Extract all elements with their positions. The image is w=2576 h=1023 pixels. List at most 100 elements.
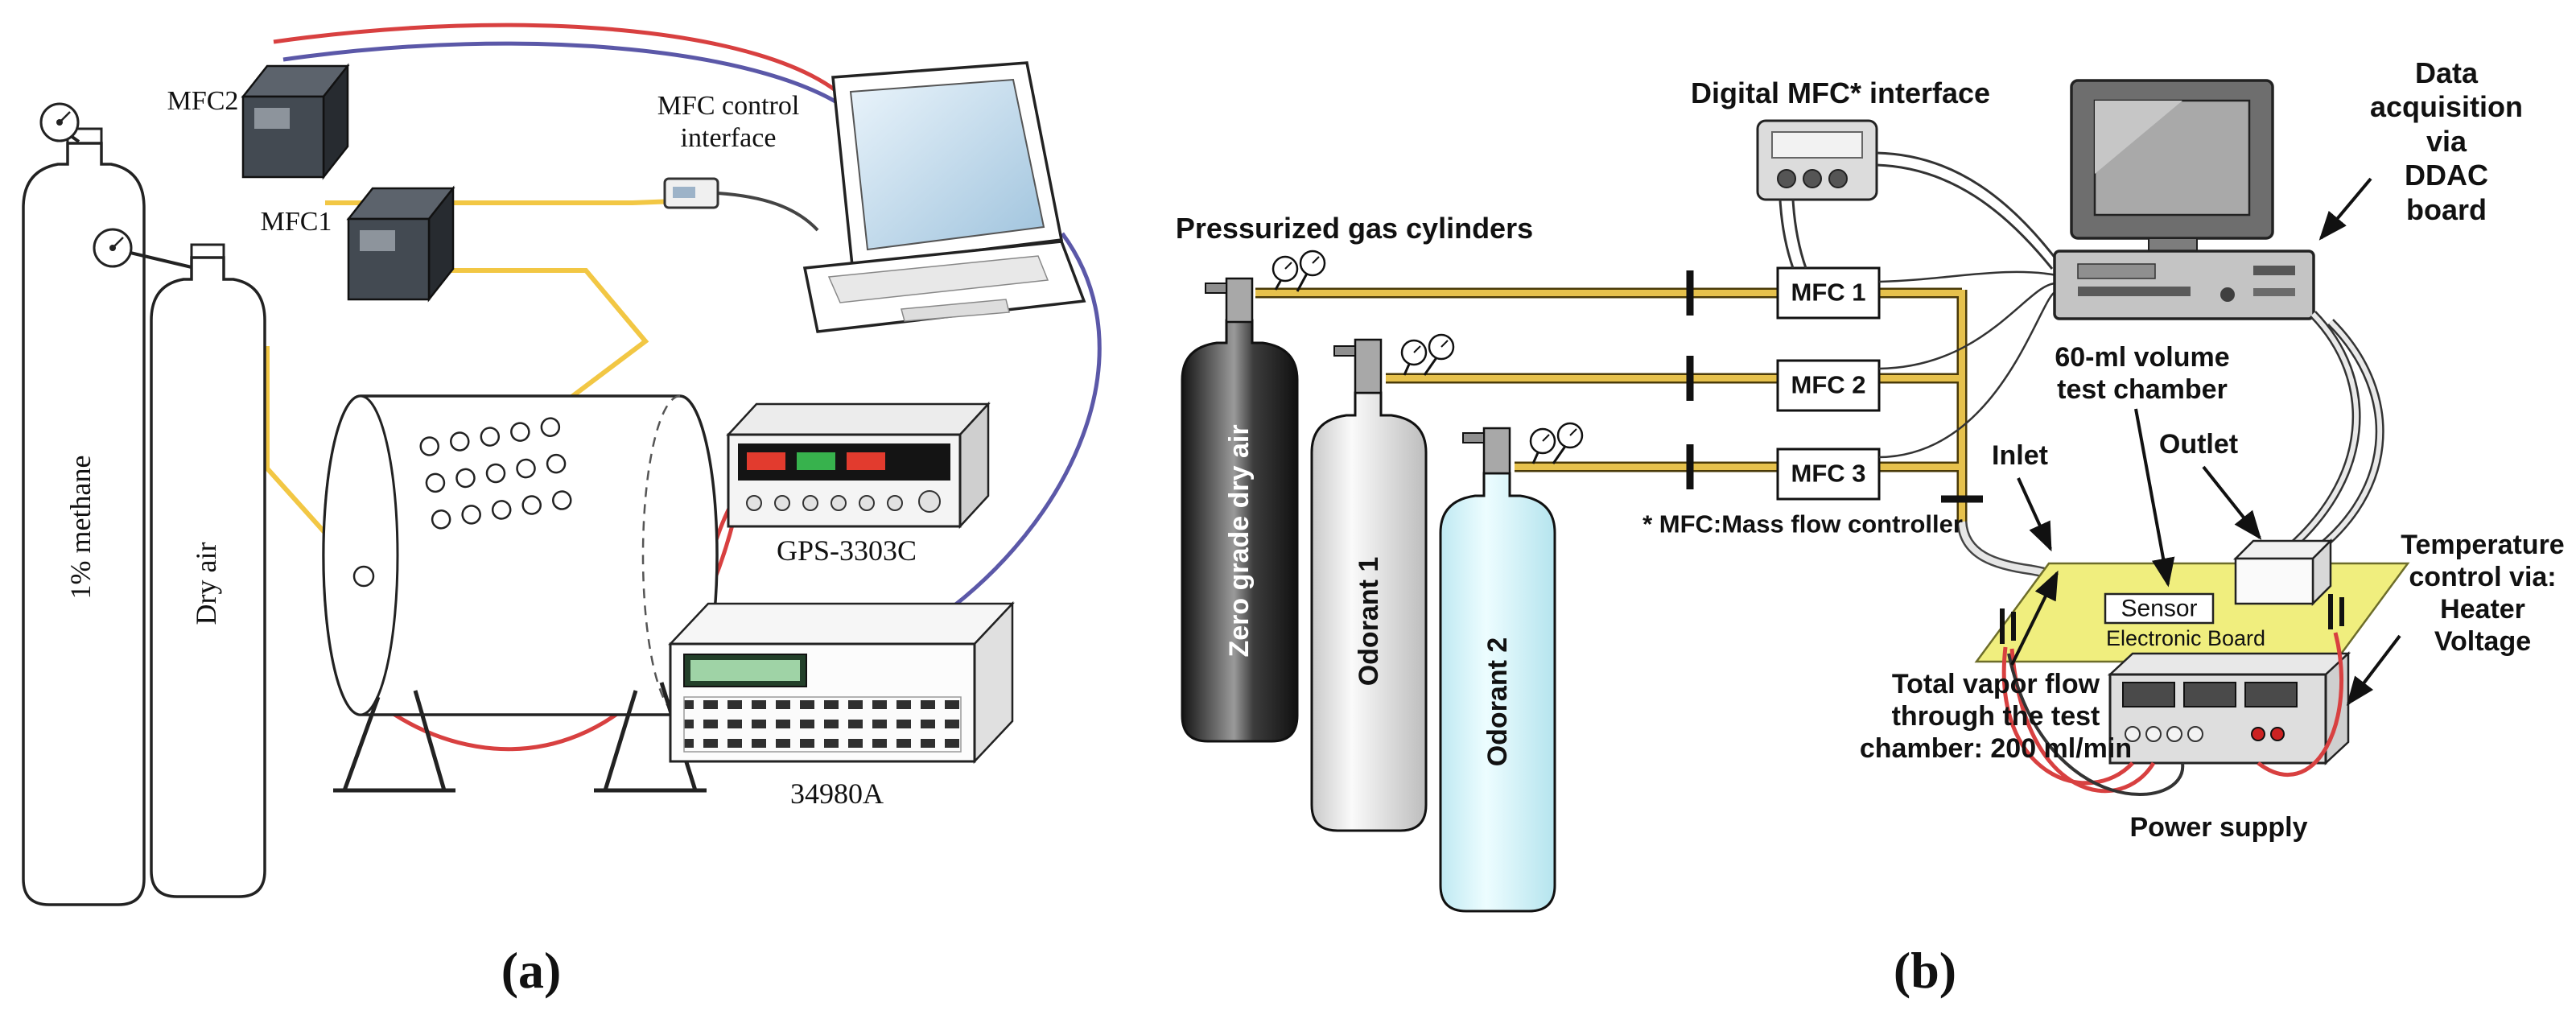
mfc2-display	[254, 108, 290, 129]
zero-air-cylinder	[1181, 319, 1299, 743]
daq-button-grid	[683, 696, 962, 753]
power-wire-ground	[2007, 653, 2185, 797]
interface-display	[673, 187, 695, 198]
daq-34980a-device	[668, 600, 1015, 765]
interface-button	[1777, 169, 1796, 188]
mfc-control-interface-device	[663, 177, 819, 232]
red-wire-top	[273, 23, 845, 98]
daq-display	[690, 660, 800, 681]
gps-power-supply-device	[726, 401, 991, 530]
electronic-board-assembly	[1974, 538, 2410, 663]
regulator-stem	[130, 251, 192, 269]
mfc2-box	[1776, 359, 1881, 412]
power-knobs	[2125, 726, 2203, 742]
interface-cables	[1778, 151, 2060, 270]
mfc-boxes	[1776, 266, 1881, 501]
blue-wire-laptop-daq	[936, 232, 1102, 621]
gps-led-green	[797, 452, 835, 470]
temperature-arrow	[2346, 634, 2401, 706]
dry-air-cylinder-body	[150, 256, 266, 898]
gps-led-red-1	[747, 452, 785, 470]
methane-cylinder	[22, 127, 146, 906]
cd-slot	[2253, 288, 2295, 296]
power-wire-left-2	[2009, 648, 2156, 794]
gps-label: GPS-3303C	[776, 534, 917, 567]
chamber-box-front	[2234, 557, 2314, 605]
gauge-needle	[112, 237, 124, 249]
odorant2-cylinder-label: Odorant 2	[1482, 637, 1513, 767]
tube-valve-ticks	[1686, 270, 1983, 503]
drum-right-hidden-edge	[641, 394, 681, 716]
caption-b: (b)	[1893, 942, 1957, 1000]
vapor-flow-label: Total vapor flow through the test chambe…	[1859, 668, 2133, 765]
zero-air-cylinder-body	[1181, 319, 1299, 743]
interface-button	[1828, 169, 1848, 188]
mfc-footnote: * MFC:Mass flow controller	[1642, 509, 1963, 538]
vent-grille	[2078, 287, 2191, 296]
mfc1-display	[360, 230, 395, 251]
mfc1-box-label: MFC 1	[1791, 278, 1866, 307]
odorant2-cylinder-body	[1439, 472, 1556, 913]
mfc2-box-label: MFC 2	[1791, 370, 1866, 399]
vapor-flow-arrow	[2010, 570, 2059, 666]
pressurized-cylinders-label: Pressurized gas cylinders	[1175, 211, 1534, 245]
methane-regulator	[39, 102, 80, 143]
odorant2-cylinder	[1439, 472, 1556, 913]
monitor-glare	[2095, 101, 2182, 174]
chamber-arrow	[2134, 408, 2175, 588]
test-chamber-drum	[322, 394, 719, 793]
sensor-array	[419, 417, 572, 530]
panel-a-blue-wires	[282, 41, 1102, 621]
power-supply-label: Power supply	[2129, 811, 2308, 843]
temperature-control-label: Temperature control via: Heater Voltage	[2401, 529, 2565, 658]
laptop-touchpad	[901, 299, 1010, 322]
drum-stand-left	[333, 690, 455, 793]
sensor-box	[2104, 592, 2215, 625]
laptop-keyboard	[827, 255, 1049, 303]
test-chamber-label: 60-ml volume test chamber	[2055, 341, 2230, 405]
odorant1-cylinder-label: Odorant 1	[1353, 556, 1384, 687]
mfc3-box	[1776, 448, 1881, 501]
electronic-board-label: Electronic Board	[2105, 626, 2266, 651]
gps-top-face	[726, 402, 991, 436]
laptop-screen	[849, 78, 1045, 251]
power-display-3	[2244, 682, 2298, 707]
power-supply-side	[2324, 651, 2350, 765]
methane-cylinder-body	[22, 142, 146, 906]
annotation-arrows	[2010, 177, 2401, 706]
drum-port	[352, 565, 375, 588]
interface-cable	[717, 192, 819, 232]
interface-display	[1771, 131, 1863, 159]
blue-wire-top	[282, 41, 856, 116]
power-supply-top	[2107, 652, 2351, 676]
drum-left-face	[322, 394, 399, 716]
mfc-signal-cables	[1878, 270, 2058, 459]
inlet-label: Inlet	[1992, 439, 2048, 471]
odorant1-cylinder-body	[1310, 391, 1428, 832]
odorant2-regulator	[1462, 422, 1584, 475]
gps-knobs	[746, 490, 941, 513]
methane-cylinder-label: 1% methane	[64, 455, 97, 600]
odorant1-cylinder	[1310, 391, 1428, 832]
mfc1-device	[346, 185, 455, 303]
power-wires	[2001, 632, 2343, 797]
mfc1-label: MFC1	[260, 206, 332, 237]
laptop	[802, 61, 1086, 333]
digital-mfc-interface-label: Digital MFC* interface	[1690, 76, 1991, 109]
gauge-needle	[59, 111, 71, 123]
drive-bay	[2077, 263, 2156, 279]
yellow-wire-2	[431, 268, 649, 437]
dry-air-cylinder	[150, 243, 266, 898]
power-display-2	[2183, 682, 2236, 707]
terminal-red	[2270, 727, 2285, 741]
monitor-neck	[2148, 237, 2198, 252]
mfc3-box-label: MFC 3	[1791, 459, 1866, 488]
caption-a: (a)	[501, 942, 562, 1000]
sensor-label: Sensor	[2121, 595, 2198, 622]
power-button	[2220, 287, 2235, 302]
daq-top-face	[668, 602, 1015, 646]
mfc2-label: MFC2	[167, 85, 239, 116]
desktop-case	[2053, 250, 2315, 320]
